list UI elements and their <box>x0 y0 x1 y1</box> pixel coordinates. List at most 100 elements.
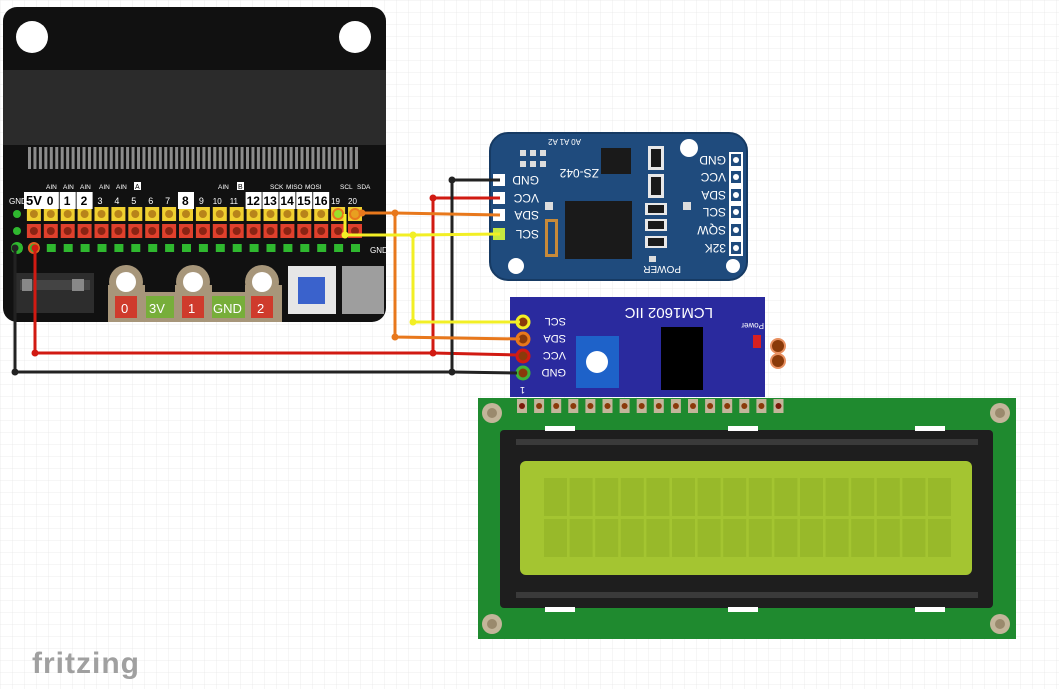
pcf8574-chip <box>661 327 703 390</box>
pin-number-label: 9 <box>199 196 204 206</box>
header-pin-gnd[interactable] <box>249 244 259 252</box>
pin-function-label: A <box>135 184 140 191</box>
pin-function-label: AIN <box>46 184 57 191</box>
header-pin-gnd[interactable] <box>215 244 225 252</box>
wire-orange-sda[interactable] <box>362 211 521 341</box>
pin-number-label: 12 <box>247 194 261 208</box>
pin-number-label: 14 <box>280 194 294 208</box>
pad-3v[interactable]: 3V <box>145 292 175 322</box>
connector-block <box>342 266 384 314</box>
wires <box>11 176 521 376</box>
pad-0[interactable]: 0 <box>108 265 145 322</box>
pin-number-label: 1 <box>64 194 71 208</box>
pin-function-label: AIN <box>99 184 110 191</box>
svg-text:1: 1 <box>188 301 195 316</box>
header-pin-gnd[interactable] <box>46 244 56 252</box>
pin-number-label: 20 <box>348 197 357 206</box>
edge-connector <box>28 147 358 169</box>
pin-number-label: 7 <box>165 196 170 206</box>
lcd-pin-header <box>517 399 784 413</box>
button-icon[interactable] <box>288 266 336 314</box>
header-pin-gnd[interactable] <box>80 244 90 252</box>
header-pin-gnd[interactable] <box>283 244 293 252</box>
header-pin-gnd[interactable] <box>351 244 360 252</box>
mount-hole-icon <box>508 258 524 274</box>
backpack-pin-label: SCL <box>545 315 566 327</box>
mount-hole-icon <box>339 21 371 53</box>
header-pin-gnd[interactable] <box>63 244 73 252</box>
pin-function-label: B <box>238 184 243 191</box>
wire-yellow-scl-rtc[interactable] <box>412 232 501 237</box>
pin-number-label: 13 <box>264 194 278 208</box>
pin-header <box>10 207 362 254</box>
header-pin-gnd[interactable] <box>232 244 242 252</box>
gnd-right-label: GND <box>370 246 388 255</box>
mount-hole-icon <box>680 139 698 157</box>
backpack-pin[interactable] <box>515 365 531 381</box>
wire-orange-sda-rtc[interactable] <box>394 211 501 217</box>
pin-function-label: SCK <box>270 184 284 191</box>
pin-first-label: 1 <box>520 385 525 395</box>
pin-number-label: 11 <box>230 197 239 206</box>
pin-number-label: 10 <box>213 197 222 206</box>
pin-number-label: 4 <box>114 196 119 206</box>
wire-red-5v-lcd[interactable] <box>432 351 518 357</box>
header-pin-gnd[interactable] <box>182 244 191 252</box>
pin-number-label: 0 <box>47 194 54 208</box>
pad-2[interactable]: 2 <box>245 265 282 322</box>
potentiometer-knob-icon[interactable] <box>586 351 608 373</box>
rtc-pin-label: GND <box>699 153 726 167</box>
pad-gnd[interactable]: GND <box>212 292 245 322</box>
pin-function-label: AIN <box>80 184 91 191</box>
led-jumper-pin[interactable] <box>770 353 786 369</box>
pin-number-label: 2 <box>81 194 88 208</box>
rtc-pin-label: SQW <box>697 223 726 237</box>
power-led-icon <box>753 335 761 348</box>
header-pin-gnd[interactable] <box>198 244 208 252</box>
rtc-pin-label: GND <box>512 173 539 187</box>
pin-number-label: 6 <box>148 196 153 206</box>
svg-text:0: 0 <box>121 301 128 316</box>
led-label: LED <box>768 373 786 383</box>
header-pin-gnd[interactable] <box>114 244 124 252</box>
header-pin-gnd[interactable] <box>148 244 158 252</box>
backpack-pin-label: SDA <box>543 332 566 344</box>
header-pin-gnd[interactable] <box>266 244 276 252</box>
rtc-pin-label: SCL <box>702 205 726 219</box>
led-jumper-pin[interactable] <box>770 338 786 354</box>
eeprom-chip <box>601 148 631 174</box>
pin-function-label: AIN <box>218 184 229 191</box>
address-label: A0 A1 A2 <box>548 137 581 146</box>
pin-function-label: SCL <box>340 184 353 191</box>
pin-number-label: 15 <box>297 194 311 208</box>
rtc-model-label: ZS-042 <box>559 166 599 180</box>
backpack-model-label: LCM1602 IIC <box>624 304 713 321</box>
rtc-pin-label: VCC <box>700 170 726 184</box>
backpack-pin[interactable] <box>515 348 531 364</box>
pin-number-label: 8 <box>182 194 189 208</box>
pin-number-label: 19 <box>331 197 340 206</box>
rtc-chip <box>565 201 632 259</box>
header-pin-gnd[interactable] <box>131 244 141 252</box>
header-pin-gnd[interactable] <box>300 244 310 252</box>
pad-1[interactable]: 1 <box>175 265 212 322</box>
header-pin-gnd[interactable] <box>334 244 344 252</box>
lcd-character-grid <box>544 478 951 557</box>
pin-function-label: AIN <box>116 184 127 191</box>
header-pin-gnd[interactable] <box>97 244 107 252</box>
lcd-1602-module[interactable] <box>478 398 1016 639</box>
wire-black-gnd-lcd[interactable] <box>451 370 518 375</box>
backpack-pin-label: VCC <box>543 349 566 361</box>
pin-function-label: MOSI <box>305 184 322 191</box>
header-pin-gnd[interactable] <box>317 244 327 252</box>
pin-number-label: 5 <box>131 196 136 206</box>
header-pin-gnd[interactable] <box>165 244 175 252</box>
rtc-power-label: POWER <box>643 263 681 274</box>
